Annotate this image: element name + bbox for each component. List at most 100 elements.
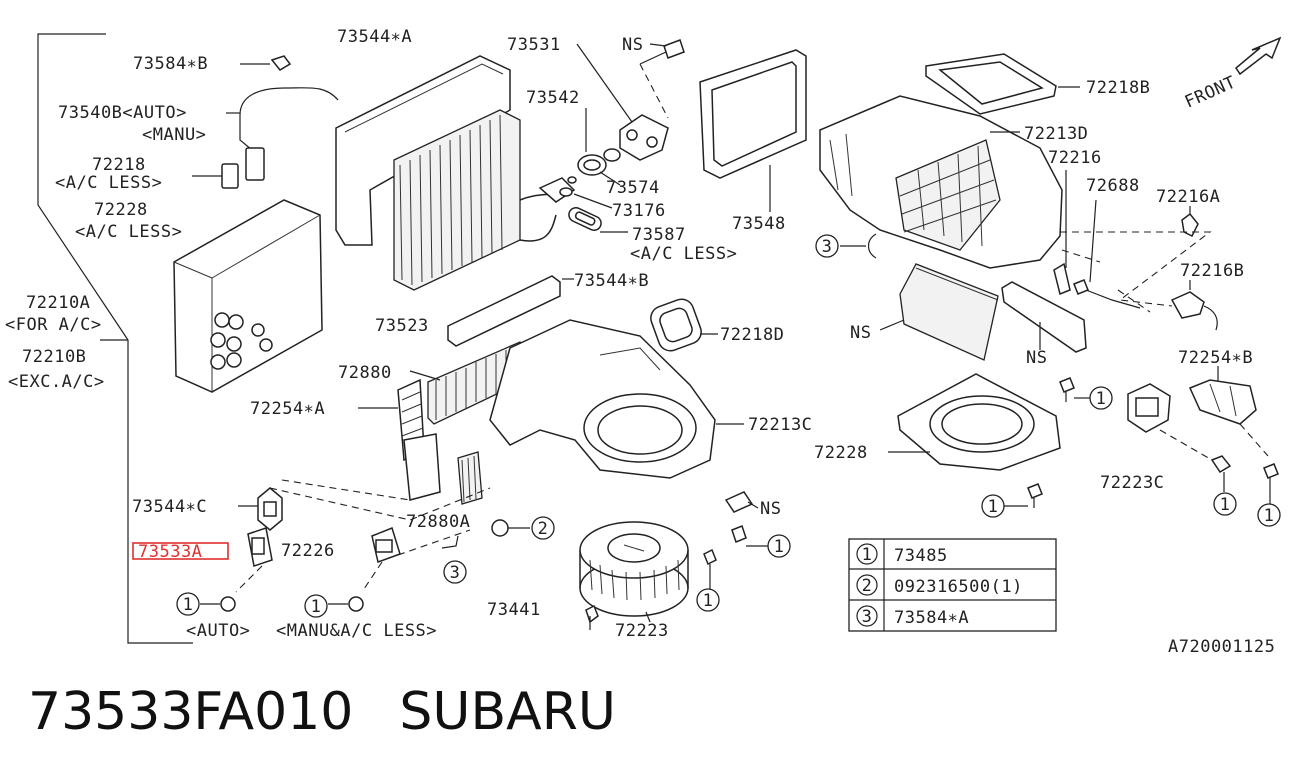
filter-plate-72228: [888, 373, 1061, 471]
legend-row-3-part: 73584∗A: [894, 608, 969, 628]
legend-row-2-part: 092316500(1): [894, 577, 1023, 597]
label-72688: 72688: [1086, 176, 1140, 196]
label-72216: 72216: [1048, 148, 1102, 168]
legend-row-1-num: 1: [862, 545, 873, 565]
blower-fan-72223: [579, 521, 689, 630]
label-72210b: 72210B: [22, 347, 86, 367]
callout-1g-num: 1: [183, 595, 194, 615]
actuator-72216b: [1170, 280, 1218, 331]
filter-72228-top: [173, 199, 323, 393]
seal-72218b: [925, 53, 1080, 115]
callout-circle-1a: 1: [1089, 386, 1113, 410]
expansion-valve-73176: [538, 176, 613, 209]
screw-right-3: [1263, 463, 1279, 504]
label-73542: 73542: [526, 88, 580, 108]
screw-auto: [200, 596, 236, 612]
label-manu: <MANU>: [142, 125, 206, 145]
filter-ns-mid: [879, 263, 999, 361]
screw-manu: [328, 596, 364, 612]
seal-frame-73548: [699, 49, 807, 212]
clip-3-mid: [840, 233, 877, 259]
label-73544a: 73544∗A: [337, 27, 412, 47]
legend-row: 2 092316500(1): [856, 574, 1023, 597]
callout-circle-1g: 1: [176, 592, 200, 616]
callout-3b-num: 3: [450, 563, 461, 583]
label-72213d: 72213D: [1024, 124, 1088, 144]
callout-circle-1f: 1: [696, 588, 720, 612]
label-73533a-highlighted: 73533A: [138, 542, 202, 562]
door-72254b: [1188, 366, 1269, 457]
left-bracket: [37, 33, 193, 644]
label-ns-mid2: NS: [1026, 348, 1047, 368]
clip-72216a: [1181, 206, 1199, 238]
label-72218b: 72218B: [1086, 78, 1150, 98]
callout-1e-num: 1: [774, 537, 785, 557]
callout-circle-1c: 1: [1213, 492, 1237, 516]
callout-circle-1h: 1: [304, 594, 328, 618]
grommet-73587: [568, 207, 628, 233]
label-73584b: 73584∗B: [133, 54, 208, 74]
label-72210a: 72210A: [26, 293, 90, 313]
legend-row-2-num: 2: [862, 576, 873, 596]
label-73544c: 73544∗C: [132, 497, 207, 517]
bracket-ns-lower: [724, 491, 768, 547]
resistor-72226: [361, 527, 401, 593]
label-73574: 73574: [606, 178, 660, 198]
screw-right-1: [1059, 377, 1090, 402]
clip-3-lower: [441, 535, 459, 549]
callout-1c-num: 1: [1220, 495, 1231, 515]
label-73531: 73531: [507, 35, 561, 55]
drain-hose-73441: [489, 519, 573, 611]
screw-right-2: [1004, 483, 1043, 508]
legend-row-1-part: 73485: [894, 546, 948, 566]
label-72218: 72218: [92, 155, 146, 175]
label-73544b: 73544∗B: [574, 271, 649, 291]
label-73523: 73523: [375, 316, 429, 336]
legend-row: 3 73584∗A: [856, 605, 969, 628]
label-72213c: 72213C: [748, 415, 812, 435]
label-72880a: 72880A: [406, 512, 470, 532]
label-72228: 72228: [814, 443, 868, 463]
label-73441: 73441: [487, 600, 541, 620]
bolt-ns-top: [639, 39, 685, 119]
callout-1a-num: 1: [1096, 389, 1107, 409]
evaporator-core: [393, 109, 561, 291]
seal-72218d: [650, 298, 718, 352]
label-ns-low: NS: [760, 499, 781, 519]
screw-blower: [703, 548, 717, 590]
label-72216b: 72216B: [1180, 261, 1244, 281]
callout-circle-1d: 1: [1257, 503, 1281, 527]
resistor-73533a: [235, 527, 273, 593]
callout-1f-num: 1: [703, 591, 714, 611]
callout-2-num: 2: [538, 519, 549, 539]
callout-1b-num: 1: [988, 497, 999, 517]
actuator-72223c: [1127, 383, 1232, 492]
front-arrow: [1235, 36, 1282, 76]
highlight-box: [132, 542, 229, 560]
label-for-ac: <FOR A/C>: [5, 315, 102, 335]
oring-73542: [577, 108, 621, 186]
connector-72218: [192, 163, 239, 189]
callout-circle-2: 2: [531, 516, 555, 540]
bracket-73531: [576, 43, 669, 161]
seal-73544b: [447, 275, 574, 347]
label-72216a: 72216A: [1156, 187, 1220, 207]
label-73548: 73548: [732, 214, 786, 234]
callout-1h-num: 1: [311, 597, 322, 617]
guide-lines-lower-left: [269, 479, 491, 556]
callout-3a-num: 3: [822, 237, 833, 257]
guide-lines-right: [1060, 231, 1212, 313]
reference-code: A720001125: [1168, 637, 1275, 657]
sensor-73540b: [226, 87, 339, 181]
heater-case-72213c: [489, 319, 744, 479]
legend-row: 1 73485: [856, 543, 948, 566]
legend-table: 1 73485 2 092316500(1) 3 73584∗A: [848, 538, 1057, 632]
callout-1d-num: 1: [1264, 506, 1275, 526]
callout-circle-3b: 3: [443, 560, 467, 584]
label-exc-ac: <EXC.A/C>: [8, 372, 105, 392]
label-manu-ac-less: <MANU&A/C LESS>: [276, 621, 437, 641]
part-number-caption: 73533FA010: [28, 682, 354, 742]
label-ac-less-1: <A/C LESS>: [55, 173, 162, 193]
label-front: FRONT: [1182, 72, 1239, 112]
label-ns-mid: NS: [850, 323, 871, 343]
